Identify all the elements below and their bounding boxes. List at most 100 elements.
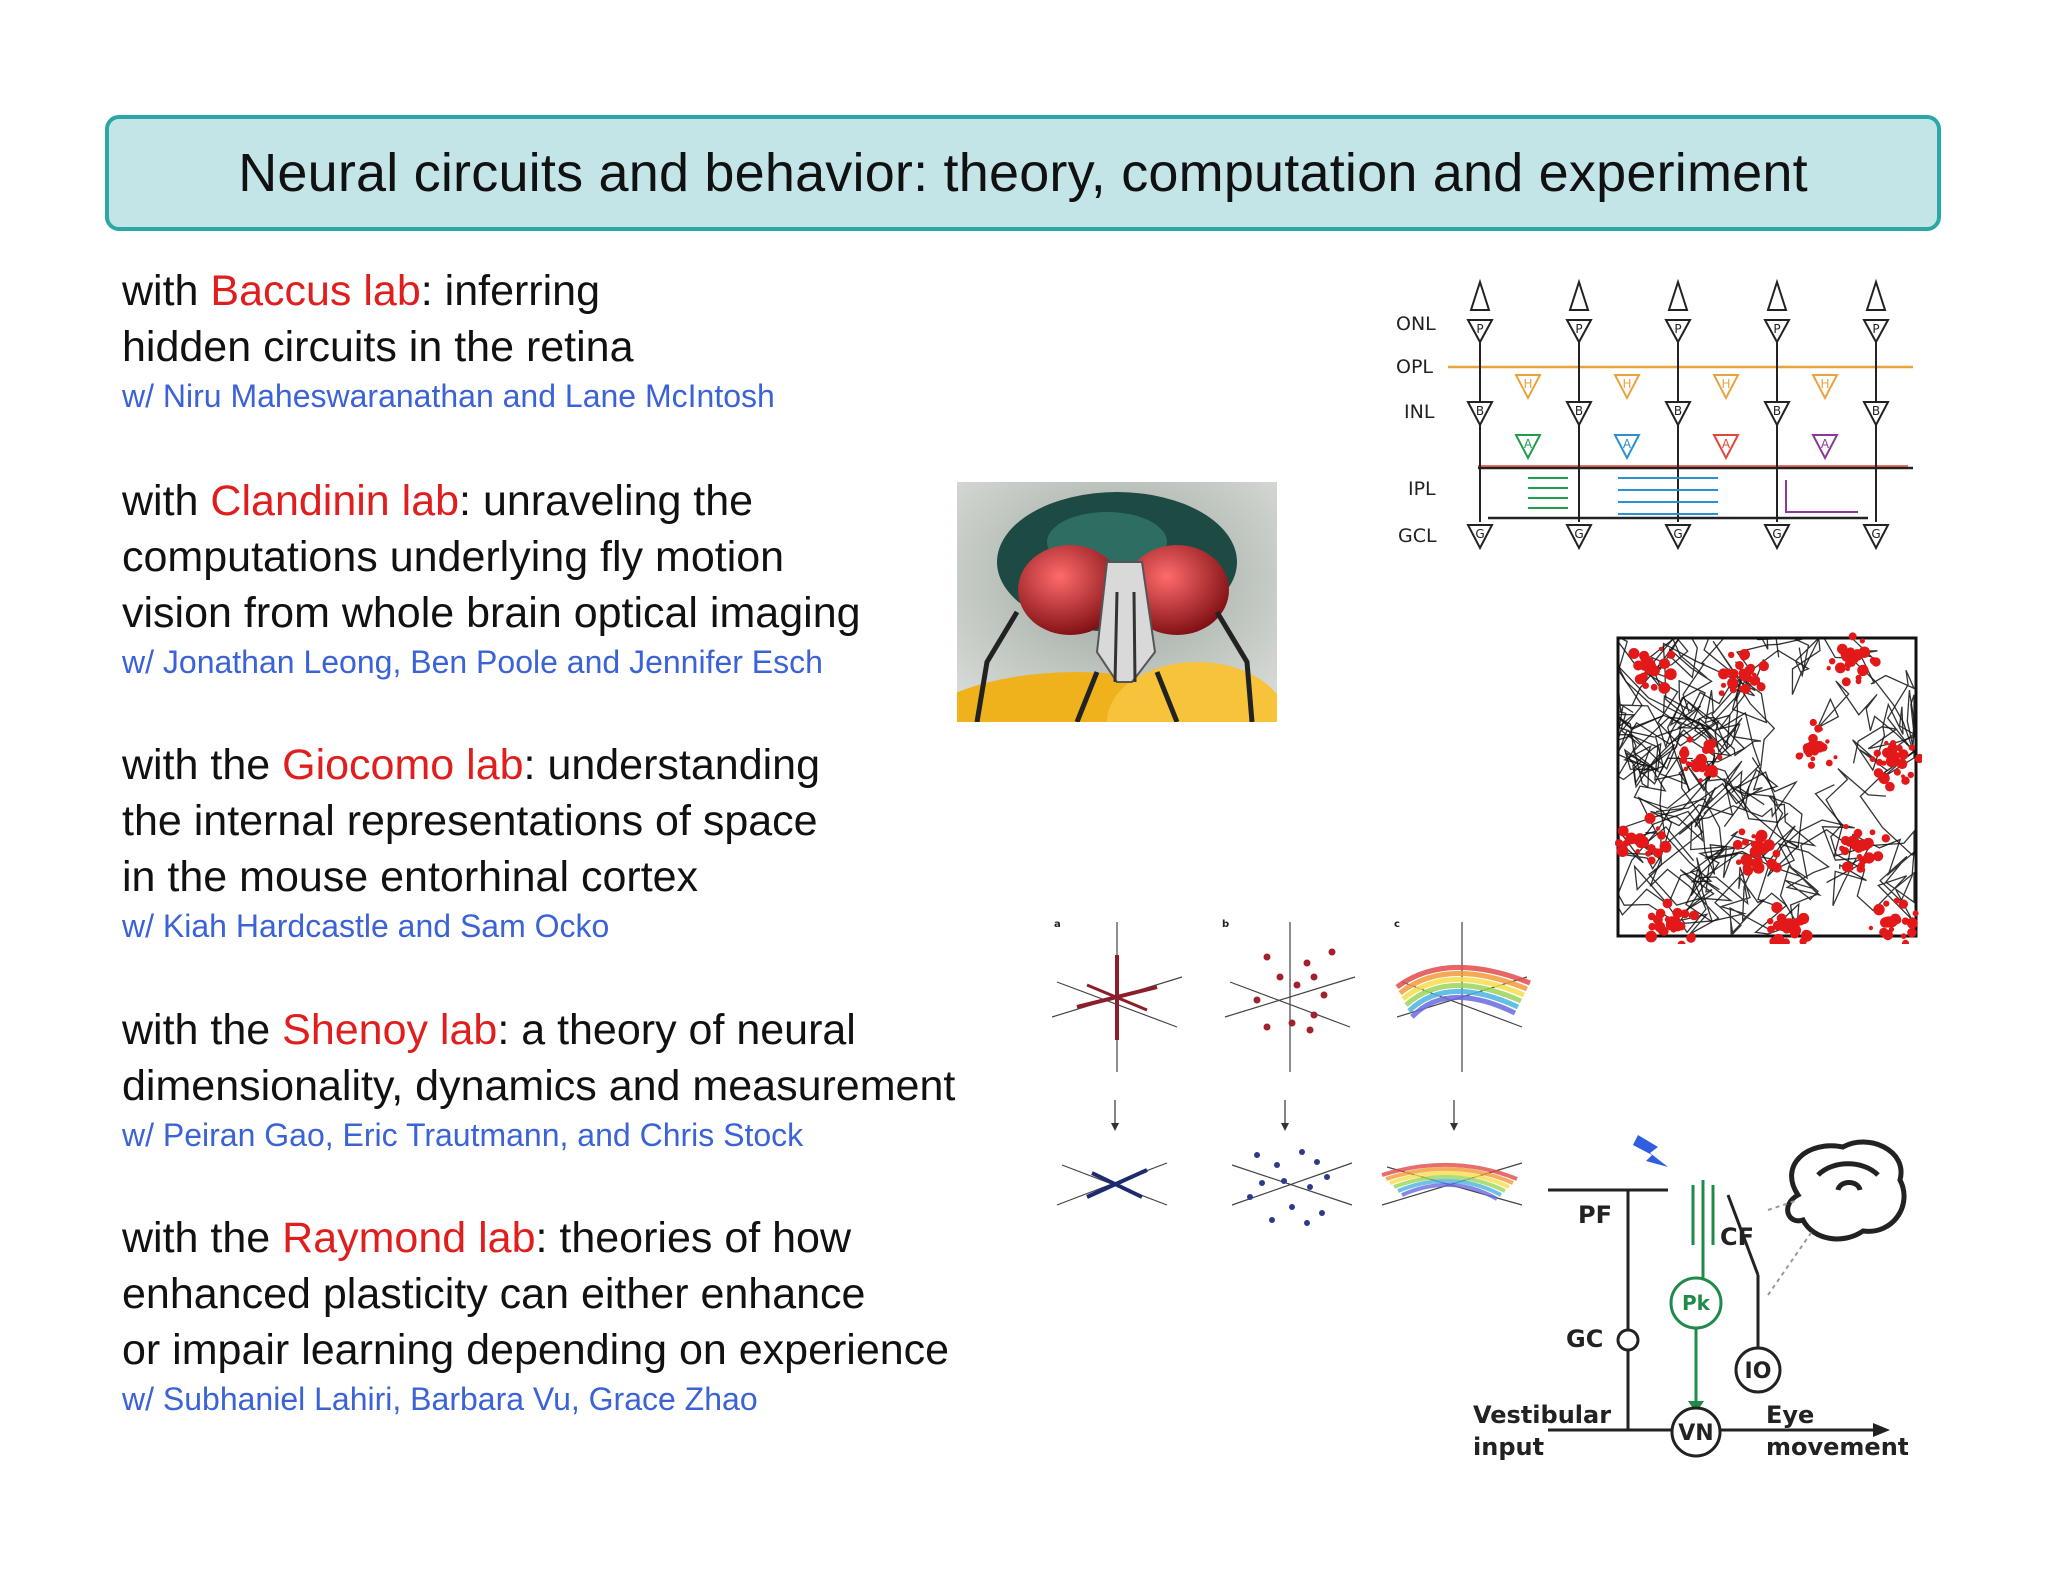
spike-dot [1810, 756, 1816, 762]
data-line [1091, 1171, 1143, 1199]
layer-label: OPL [1396, 356, 1433, 378]
surface-band [1404, 983, 1523, 1007]
spike-dot [1840, 835, 1851, 846]
input-label: Vestibular [1473, 1401, 1611, 1429]
spike-dot [1771, 862, 1782, 873]
project-text: : understanding [523, 741, 820, 789]
bipolar-label: B [1674, 404, 1682, 418]
brain-icon [1785, 1139, 1907, 1242]
trajectory-path [1826, 694, 1915, 884]
spike-dot [1683, 766, 1689, 772]
input-label: input [1473, 1433, 1544, 1461]
bipolar-label: B [1773, 404, 1781, 418]
lab-name: Giocomo lab [282, 741, 524, 789]
ganglion-label: G [1574, 527, 1583, 541]
spike-dot [1726, 668, 1731, 673]
surface-band [1393, 1174, 1506, 1193]
spike-dot [1655, 826, 1661, 831]
data-point [1293, 981, 1301, 989]
photoreceptor-label: P [1476, 322, 1483, 336]
spike-dot [1772, 920, 1783, 931]
layer-label: ONL [1396, 313, 1436, 335]
spike-dot [1767, 925, 1775, 934]
spike-dot [1907, 771, 1914, 779]
project-text: in the mouse entorhinal cortex [122, 853, 699, 901]
spike-dot [1647, 856, 1656, 865]
surface-band [1397, 1178, 1502, 1197]
trajectory-path [1825, 768, 1915, 920]
data-point [1253, 996, 1261, 1004]
panel-label: a [1054, 919, 1061, 930]
project-shenoy: with the Shenoy lab: a theory of neural … [122, 1002, 955, 1156]
collaborators: w/ Peiran Gao, Eric Trautmann, and Chris… [122, 1117, 804, 1153]
spike-dot [1758, 660, 1769, 672]
spike-dot [1869, 657, 1878, 665]
spike-dot [1659, 658, 1671, 669]
spike-dot [1753, 841, 1760, 848]
data-point [1306, 1026, 1314, 1034]
spike-dot [1698, 756, 1703, 761]
title-banner: Neural circuits and behavior: theory, co… [105, 115, 1941, 231]
spike-dot [1645, 930, 1657, 943]
spike-dot [1679, 747, 1690, 759]
project-text: computations underlying fly motion [122, 533, 785, 581]
output-label: movement [1766, 1433, 1908, 1461]
bipolar-label: B [1872, 404, 1880, 418]
project-prefix: with the [122, 1214, 283, 1262]
spike-dot [1635, 849, 1641, 854]
spike-dot [1769, 937, 1779, 944]
spike-dot [1718, 690, 1725, 696]
project-text: : a theory of neural [497, 1006, 856, 1054]
spike-dot [1841, 677, 1851, 687]
spike-dot [1833, 755, 1838, 760]
project-text: the internal representations of space [122, 797, 818, 845]
panel-label: c [1394, 919, 1400, 930]
spike-dot [1672, 907, 1683, 919]
spike-dot [1873, 851, 1884, 862]
data-point [1247, 1194, 1253, 1200]
cf-label: CF [1720, 1223, 1754, 1251]
spike-dot [1685, 761, 1691, 767]
spike-dot [1900, 933, 1907, 939]
io-label: IO [1745, 1359, 1772, 1384]
spike-dot [1869, 829, 1876, 836]
axis-line [1229, 981, 1351, 1028]
trajectory-path [1623, 674, 1776, 813]
horizontal-label: H [1820, 377, 1829, 391]
project-baccus: with Baccus lab: inferring hidden circui… [122, 263, 775, 417]
spike-dot [1782, 938, 1790, 944]
layer-label: INL [1404, 401, 1435, 423]
spike-dot [1801, 929, 1812, 940]
spike-dot [1843, 824, 1849, 830]
data-point [1276, 973, 1284, 981]
spike-dot [1614, 839, 1624, 848]
spike-dot [1853, 828, 1863, 838]
trajectory-path [1616, 713, 1741, 786]
spike-dot [1837, 643, 1848, 655]
spike-dot [1647, 844, 1656, 853]
spike-dot [1657, 831, 1666, 840]
surface-band [1395, 964, 1531, 990]
spike-dot [1658, 682, 1671, 694]
photoreceptor-label: P [1575, 322, 1582, 336]
data-point [1310, 1011, 1318, 1019]
surface-band [1398, 971, 1528, 995]
photoreceptor-label: P [1674, 322, 1681, 336]
surface-band [1389, 1171, 1510, 1189]
spike-dot [1902, 939, 1909, 944]
dimensionality-figure: a b c [1052, 919, 1531, 1226]
trajectory-path [1633, 760, 1803, 934]
spike-dot [1728, 668, 1739, 679]
surface-band [1401, 977, 1525, 1001]
stimulus-icon [1633, 1135, 1668, 1167]
spike-dot [1709, 748, 1715, 754]
spike-dot [1634, 674, 1646, 685]
output-label: Eye [1766, 1401, 1814, 1429]
spike-dot [1645, 850, 1652, 857]
spike-dot [1642, 682, 1649, 689]
data-point [1299, 1149, 1305, 1155]
spike-dot [1909, 917, 1916, 924]
project-text: : theories of how [535, 1214, 852, 1262]
spike-dot [1883, 900, 1890, 907]
spike-dot [1772, 849, 1781, 858]
